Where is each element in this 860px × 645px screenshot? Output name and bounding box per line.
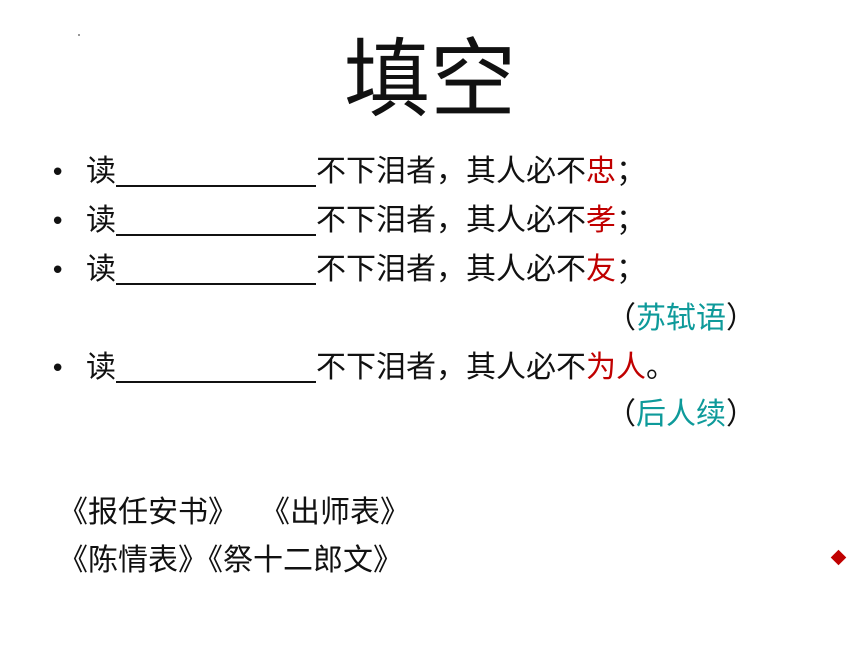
decorative-dot xyxy=(78,34,80,36)
fill-blank-line-2: • 读 不下泪者，其人必不孝； xyxy=(50,201,646,241)
book-title: 《陈情表》 xyxy=(58,543,208,578)
attribution-name: 苏轼语 xyxy=(636,301,726,336)
fill-blank-line-3: • 读 不下泪者，其人必不友； xyxy=(50,250,646,290)
attribution-1: （苏轼语） xyxy=(606,299,756,339)
line-middle: 不下泪者，其人必不 xyxy=(316,154,586,189)
fill-blank-line-1: • 读 不下泪者，其人必不忠； xyxy=(50,152,646,192)
attribution-open: （ xyxy=(606,301,636,336)
highlight-word: 孝 xyxy=(586,203,616,238)
bullet-icon: • xyxy=(50,354,66,384)
line-prefix: 读 xyxy=(86,350,116,385)
attribution-2: （后人续） xyxy=(606,395,756,435)
line-prefix: 读 xyxy=(86,203,116,238)
bullet-icon: • xyxy=(50,158,66,188)
line-end: ； xyxy=(616,252,646,287)
book-list-row-2: 《陈情表》《祭十二郎文》 xyxy=(58,541,403,581)
line-middle: 不下泪者，其人必不 xyxy=(316,350,586,385)
fill-blank-line-4: • 读 不下泪者，其人必不为人。 xyxy=(50,348,676,388)
line-end: ； xyxy=(616,203,646,238)
book-title: 《报任安书》 xyxy=(58,495,238,530)
highlight-word: 忠 xyxy=(586,154,616,189)
line-end: ； xyxy=(616,154,646,189)
answer-blank-3 xyxy=(116,253,316,285)
highlight-word: 为人 xyxy=(586,350,646,385)
attribution-close: ） xyxy=(726,301,756,336)
line-middle: 不下泪者，其人必不 xyxy=(316,252,586,287)
book-title: 《祭十二郎文》 xyxy=(208,543,403,578)
attribution-close: ） xyxy=(726,397,756,432)
bullet-icon: • xyxy=(50,256,66,286)
book-title: 《出师表》 xyxy=(260,495,410,530)
line-end: 。 xyxy=(646,350,676,385)
line-prefix: 读 xyxy=(86,154,116,189)
highlight-word: 友 xyxy=(586,252,616,287)
line-prefix: 读 xyxy=(86,252,116,287)
page-title: 填空 xyxy=(344,30,516,130)
attribution-name: 后人续 xyxy=(636,397,726,432)
bullet-icon: • xyxy=(50,207,66,237)
diamond-icon xyxy=(830,549,847,566)
answer-blank-4 xyxy=(116,351,316,383)
line-middle: 不下泪者，其人必不 xyxy=(316,203,586,238)
book-list-row-1: 《报任安书》《出师表》 xyxy=(58,493,410,533)
attribution-open: （ xyxy=(606,397,636,432)
answer-blank-1 xyxy=(116,155,316,187)
answer-blank-2 xyxy=(116,204,316,236)
